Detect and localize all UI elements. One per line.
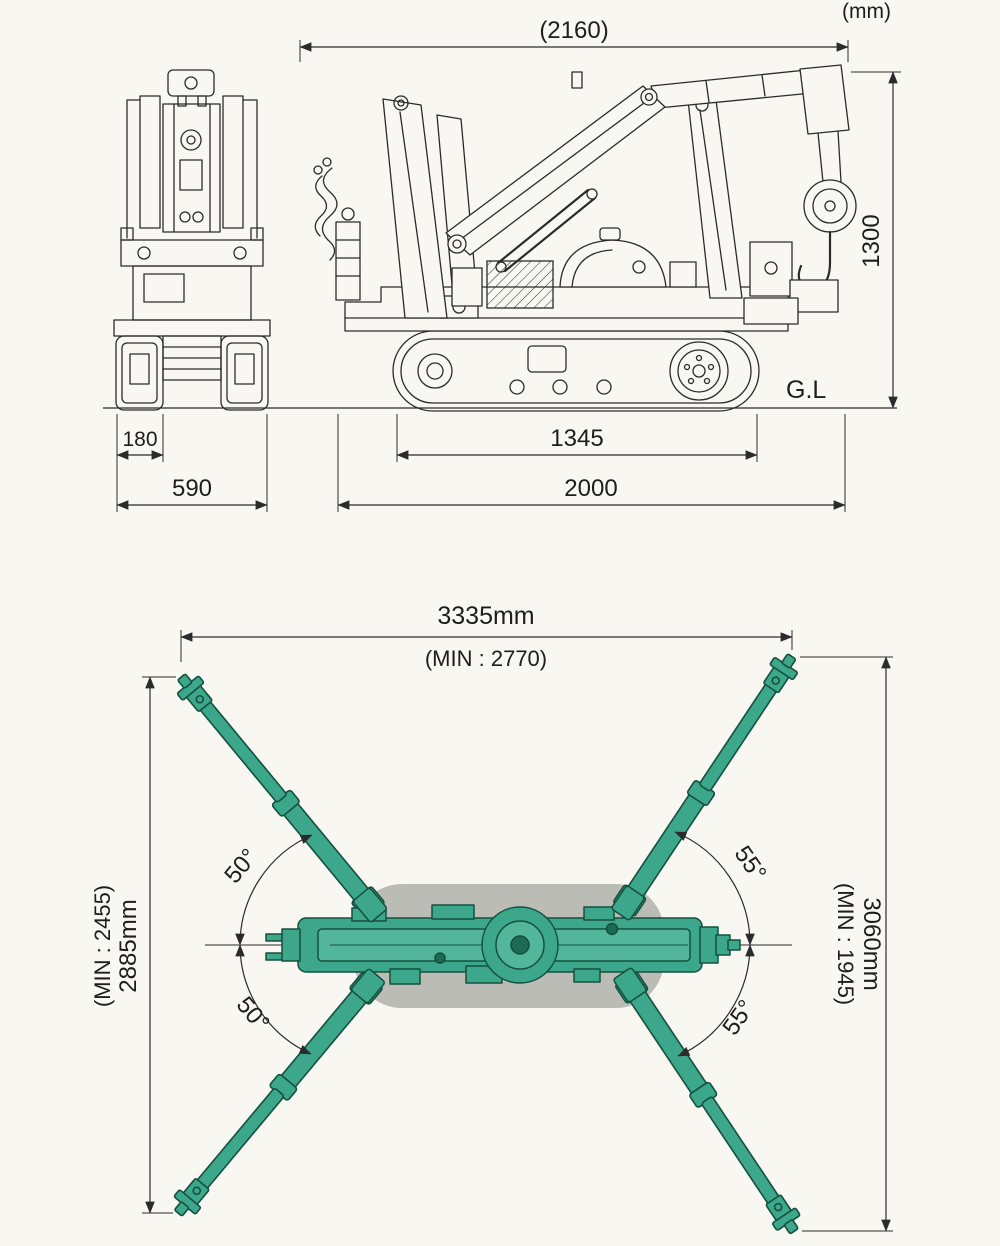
dim-overall-height-label: 1300 — [858, 214, 885, 267]
dim-span-width-min-label: (MIN : 2770) — [425, 646, 547, 671]
dim-span-right-label: 3060mm — [858, 897, 885, 990]
dim-span-width: 3335mm (MIN : 2770) — [180, 602, 793, 671]
rear-track-pads — [115, 335, 269, 411]
dim-overall-height: 1300 — [851, 71, 901, 409]
engine-cover — [451, 71, 697, 307]
outrigger-leg-upper-right — [611, 647, 805, 919]
dim-overall-length: 2000 — [337, 414, 846, 512]
dim-pad-width-label: 180 — [122, 428, 157, 451]
dim-span-left: 2885mm (MIN : 2455) — [90, 676, 176, 1214]
angle-upper-left-label: 50° — [219, 844, 263, 889]
hydraulic-hoses — [313, 157, 361, 301]
rear-view-drawing — [113, 69, 271, 411]
dim-span-right: 3060mm (MIN : 1945) — [800, 656, 893, 1232]
ground-line: G.L — [103, 376, 897, 409]
boom-head-hook — [743, 64, 857, 325]
rear-boom-head — [167, 69, 215, 107]
angle-upper-right-label: 55° — [729, 841, 772, 886]
dim-pad-width: 180 — [116, 414, 164, 512]
plan-view-drawing: 50° 50° 55° 55° — [166, 647, 807, 1240]
dim-span-right-min-label: (MIN : 1945) — [833, 883, 858, 1005]
dim-span-left-label: 2885mm — [115, 899, 142, 992]
angle-lower-right-label: 55° — [717, 995, 760, 1040]
dim-span-left-min-label: (MIN : 2455) — [90, 885, 115, 1007]
dim-overall-width: (2160) — [299, 17, 849, 62]
outrigger-leg-lower-right — [613, 969, 807, 1240]
dim-span-width-label: 3335mm — [437, 602, 534, 630]
main-boom — [445, 85, 666, 273]
dim-base-width: 590 — [116, 414, 268, 512]
dim-base-width-label: 590 — [172, 475, 212, 502]
outrigger-leg-upper-left — [169, 667, 387, 921]
dim-track-length-label: 1345 — [550, 425, 603, 452]
side-view-drawing — [313, 64, 857, 412]
dim-overall-length-label: 2000 — [564, 475, 617, 502]
outrigger-leg-lower-left — [166, 970, 385, 1223]
elevation-dimensions: (mm) (2160) 1300 G.L 180 590 — [103, 0, 901, 512]
rear-deck — [113, 239, 271, 337]
vent-panel — [486, 260, 554, 309]
dim-track-length: 1345 — [396, 414, 758, 462]
crawler-track — [392, 330, 760, 412]
ground-line-label: G.L — [786, 376, 826, 404]
plan-dimensions: 3335mm (MIN : 2770) 2885mm (MIN : 2455) … — [90, 602, 893, 1232]
units-label: (mm) — [842, 0, 891, 23]
rear-mast — [120, 95, 264, 241]
plan-machine-body — [265, 885, 741, 1004]
angle-lower-left-label: 50° — [231, 992, 275, 1037]
dim-overall-width-label: (2160) — [539, 17, 608, 44]
